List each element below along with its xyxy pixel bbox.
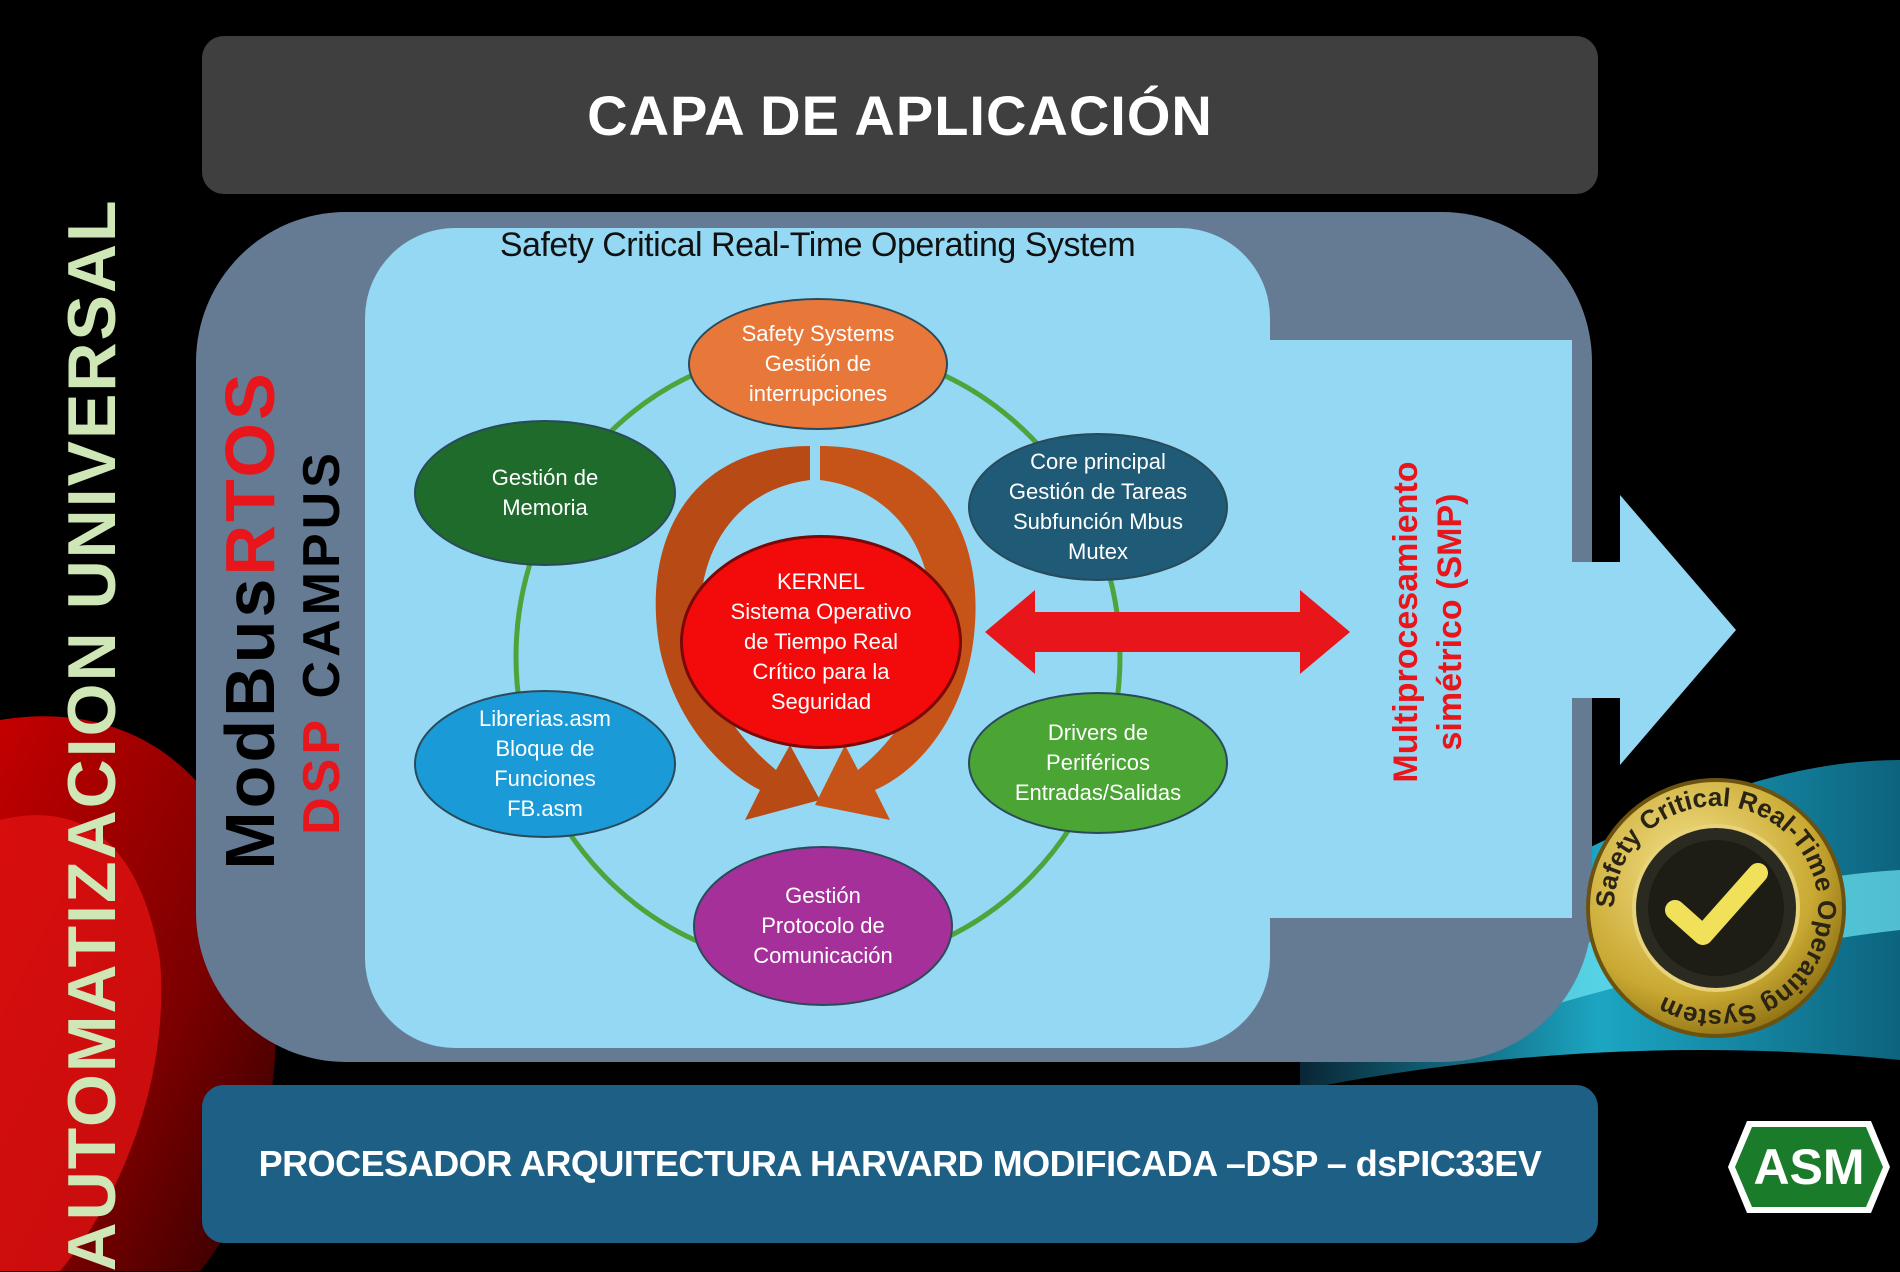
node-memoria: Gestión de Memoria (414, 420, 676, 566)
node-core-principal: Core principal Gestión de Tareas Subfunc… (968, 433, 1228, 581)
kernel-line3: de Tiempo Real (743, 629, 899, 654)
cycle-arrow-right (815, 446, 976, 820)
node-memoria-line2: Memoria (502, 495, 588, 520)
kernel-line1: KERNEL (776, 569, 866, 594)
node-safety-line3: interrupciones (748, 381, 888, 406)
node-core-line4: Mutex (1068, 539, 1128, 564)
kernel-node: KERNEL Sistema Operativo de Tiempo Real … (680, 535, 962, 749)
processor-bar: PROCESADOR ARQUITECTURA HARVARD MODIFICA… (202, 1085, 1598, 1243)
node-drivers: Drivers de Periféricos Entradas/Salidas (968, 692, 1228, 834)
kernel-line4: Crítico para la (752, 659, 890, 684)
dsp-prefix: DSP (293, 716, 351, 835)
node-librerias-line1: Librerias.asm (478, 706, 612, 731)
smp-label: Multiprocesamiento simétrico (SMP) (1384, 461, 1472, 782)
node-safety-systems: Safety Systems Gestión de interrupciones (688, 298, 948, 430)
rtos-title: Safety Critical Real-Time Operating Syst… (499, 226, 1136, 264)
kernel-line2: Sistema Operativo (730, 599, 912, 624)
node-drivers-line1: Drivers de (1047, 720, 1149, 745)
node-librerias-line3: Funciones (494, 766, 596, 791)
node-librerias-line4: FB.asm (507, 796, 583, 821)
smp-line1: Multiprocesamiento (1387, 461, 1425, 783)
node-protocolo: Gestión Protocolo de Comunicación (693, 846, 953, 1006)
smp-double-arrow (985, 590, 1350, 674)
node-core-line3: Subfunción Mbus (1013, 509, 1183, 534)
application-layer-bar: CAPA DE APLICACIÓN (202, 36, 1598, 194)
kernel-line5: Seguridad (770, 689, 872, 714)
cycle-arrow-left (655, 446, 820, 820)
safety-critical-seal: Safety Critical Real-Time Operating Syst… (1586, 778, 1846, 1038)
modbus-suffix: RTOS (211, 370, 289, 576)
node-protocolo-line1: Gestión (785, 883, 861, 908)
node-safety-line1: Safety Systems (741, 321, 895, 346)
asm-logo: ASM (1728, 1121, 1890, 1213)
node-safety-line2: Gestión de (764, 351, 872, 376)
modbus-rtos-label: ModBusRTOS (210, 370, 290, 869)
dsp-suffix: CAMPUS (293, 449, 351, 699)
node-protocolo-line2: Protocolo de (761, 913, 885, 938)
checkmark-icon (1665, 863, 1768, 945)
node-drivers-line2: Periféricos (1046, 750, 1150, 775)
smp-line2: simétrico (SMP) (1431, 493, 1469, 751)
asm-logo-text: ASM (1753, 1139, 1864, 1195)
node-memoria-line1: Gestión de (491, 465, 599, 490)
dsp-campus-label: DSP CAMPUS (292, 449, 352, 835)
modbus-prefix: ModBus (211, 575, 289, 870)
node-librerias-line2: Bloque de (495, 736, 595, 761)
node-core-line1: Core principal (1030, 449, 1166, 474)
node-core-line2: Gestión de Tareas (1008, 479, 1188, 504)
node-protocolo-line3: Comunicación (753, 943, 893, 968)
node-drivers-line3: Entradas/Salidas (1014, 780, 1182, 805)
automatizacion-universal-label: AUTOMATIZACION UNIVERSAL (54, 198, 130, 1272)
node-librerias: Librerias.asm Bloque de Funciones FB.asm (414, 690, 676, 838)
